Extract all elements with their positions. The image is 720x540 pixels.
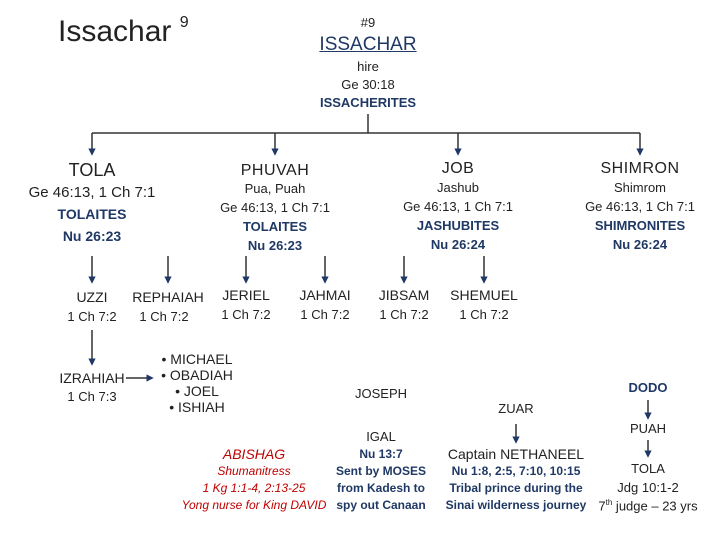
igal-line4: spy out Canaan xyxy=(336,498,426,512)
abishag-line1: Shumanitress xyxy=(217,464,291,478)
son-tola-ref: Ge 46:13, 1 Ch 7:1 xyxy=(28,184,156,201)
judge-ordinal-suffix: th xyxy=(605,498,613,507)
igal-line2: Sent by MOSES xyxy=(335,464,427,478)
nethaneel-title: Captain NETHANEEL xyxy=(448,446,584,462)
nethaneel-line2: Tribal prince during the xyxy=(449,481,583,495)
grandson-shemuel-name: SHEMUEL xyxy=(450,287,518,303)
tola-judge-ref: Jdg 10:1-2 xyxy=(617,480,679,495)
son-phuvah-name: PHUVAH xyxy=(240,162,310,179)
grandson-jahmai-name: JAHMAI xyxy=(299,287,351,303)
grandson-jeriel-ref: 1 Ch 7:2 xyxy=(221,307,271,322)
abishag-line2: 1 Kg 1:1-4, 2:13-25 xyxy=(202,481,306,495)
son-tola-clanref: Nu 26:23 xyxy=(62,228,122,244)
grandson-uzzi-ref: 1 Ch 7:2 xyxy=(67,309,117,324)
son-tola-clan: TOLAITES xyxy=(57,206,127,222)
son-job-alt: Jashub xyxy=(437,180,479,195)
nethaneel-line3: Sinai wilderness journey xyxy=(445,498,587,512)
dodo-name: DODO xyxy=(628,380,668,395)
son-obadiah: OBADIAH xyxy=(161,367,233,383)
grandson-jibsam-name: JIBSAM xyxy=(378,287,430,303)
son-shimron-ref: Ge 46:13, 1 Ch 7:1 xyxy=(585,199,695,214)
tola-judge-tenure: 7th judge – 23 yrs xyxy=(598,498,697,514)
son-joel: JOEL xyxy=(161,383,233,399)
grandson-jibsam-ref: 1 Ch 7:2 xyxy=(379,307,429,322)
son-ishiah: ISHIAH xyxy=(161,399,233,415)
issachar-number: #9 xyxy=(360,15,376,30)
grandson-uzzi-name: UZZI xyxy=(76,289,108,305)
son-shimron-alt: Shimrom xyxy=(613,180,667,195)
grandson-rephaiah-ref: 1 Ch 7:2 xyxy=(139,309,189,324)
nethaneel-name: NETHANEEL xyxy=(500,446,585,462)
izrahiah-sons-list: MICHAEL OBADIAH JOEL ISHIAH xyxy=(161,351,233,415)
son-job-ref: Ge 46:13, 1 Ch 7:1 xyxy=(403,199,513,214)
nethaneel-captain: Captain xyxy=(447,446,497,462)
grandson-jahmai-ref: 1 Ch 7:2 xyxy=(300,307,350,322)
title-text: Issachar xyxy=(58,15,172,48)
izrahiah-name: IZRAHIAH xyxy=(59,370,125,386)
grandson-shemuel-ref: 1 Ch 7:2 xyxy=(459,307,509,322)
igal-name: IGAL xyxy=(366,429,396,444)
page-title: Issachar 9 xyxy=(58,14,189,50)
son-phuvah-clanref: Nu 26:23 xyxy=(247,238,303,253)
puah-name: PUAH xyxy=(629,421,667,436)
grandson-rephaiah-name: REPHAIAH xyxy=(132,289,204,305)
son-shimron-clanref: Nu 26:24 xyxy=(612,237,668,252)
son-shimron-clan: SHIMRONITES xyxy=(594,218,686,233)
son-phuvah-alt: Pua, Puah xyxy=(244,181,306,196)
issachar-name: ISSACHAR xyxy=(319,34,417,55)
izrahiah-ref: 1 Ch 7:3 xyxy=(67,389,117,404)
son-michael: MICHAEL xyxy=(161,351,233,367)
title-number: 9 xyxy=(179,14,189,31)
abishag-name: ABISHAG xyxy=(222,446,286,462)
joseph-name: JOSEPH xyxy=(354,386,408,401)
son-job-clanref: Nu 26:24 xyxy=(430,237,486,252)
judge-ordinal: 7 xyxy=(598,498,606,514)
issachar-ref: Ge 30:18 xyxy=(341,77,395,92)
nethaneel-line1: Nu 1:8, 2:5, 7:10, 10:15 xyxy=(451,464,581,478)
igal-line3: from Kadesh to xyxy=(336,481,426,495)
son-tola-name: TOLA xyxy=(68,160,116,180)
tola-judge-name: TOLA xyxy=(631,461,665,476)
judge-tenure-text: judge – 23 yrs xyxy=(615,498,698,514)
issachar-clan: ISSACHERITES xyxy=(319,95,417,110)
grandson-jeriel-name: JERIEL xyxy=(222,287,270,303)
son-job-name: JOB xyxy=(441,160,475,177)
son-phuvah-ref: Ge 46:13, 1 Ch 7:1 xyxy=(220,200,330,215)
igal-line1: Nu 13:7 xyxy=(359,447,403,461)
son-shimron-name: SHIMRON xyxy=(600,160,680,177)
issachar-meaning: hire xyxy=(357,59,379,74)
son-phuvah-clan: TOLAITES xyxy=(242,219,308,234)
son-job-clan: JASHUBITES xyxy=(416,218,500,233)
abishag-line3: Yong nurse for King DAVID xyxy=(181,498,327,512)
zuar-name: ZUAR xyxy=(498,401,534,416)
